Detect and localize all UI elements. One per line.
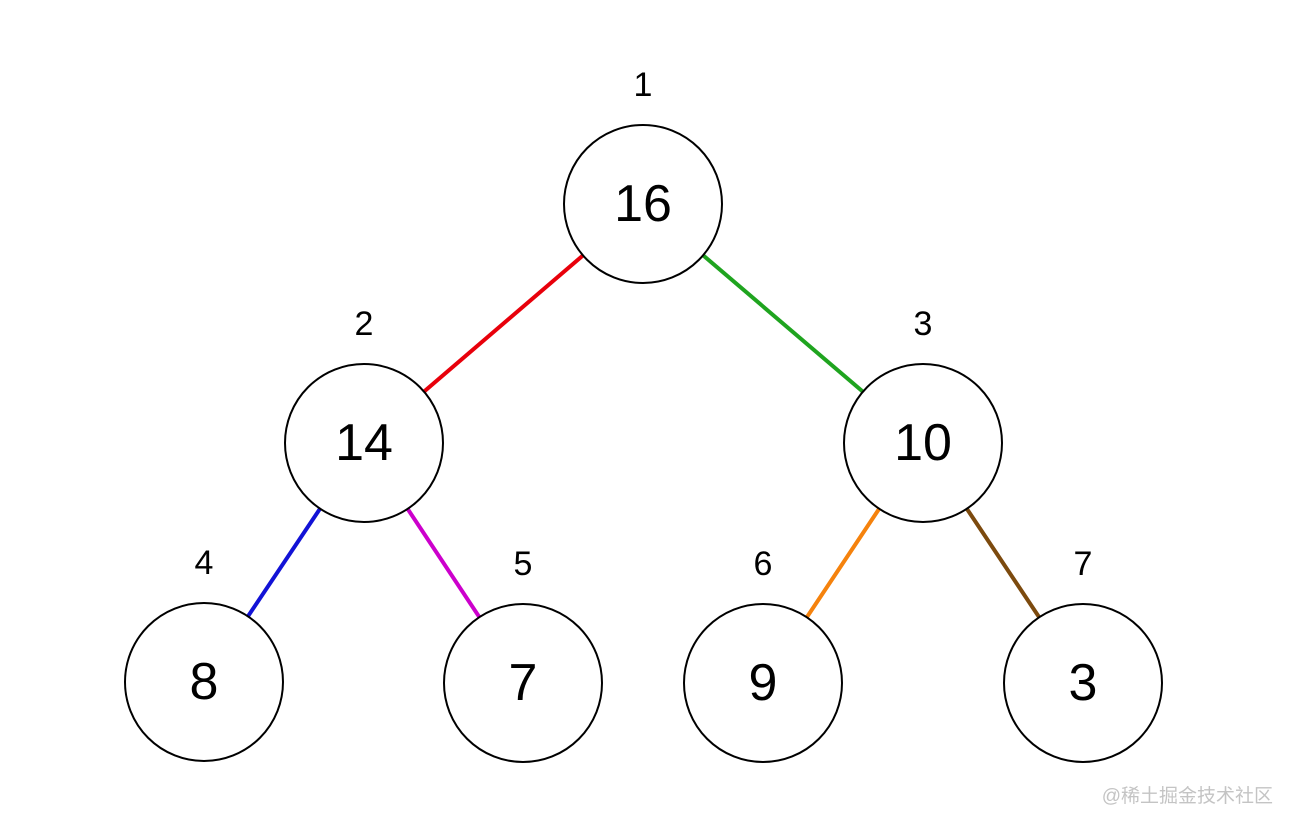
tree-node-10: 10 xyxy=(843,363,1003,523)
node-index-label-6: 6 xyxy=(753,545,773,583)
node-index-label-3: 3 xyxy=(913,305,933,343)
tree-node-3: 3 xyxy=(1003,603,1163,763)
tree-node-9: 9 xyxy=(683,603,843,763)
node-index-label-2: 2 xyxy=(354,305,374,343)
node-index-label-7: 7 xyxy=(1073,545,1093,583)
tree-node-16: 16 xyxy=(563,124,723,284)
tree-node-7: 7 xyxy=(443,603,603,763)
node-index-label-1: 1 xyxy=(633,66,653,104)
node-index-label-4: 4 xyxy=(194,544,214,582)
tree-node-8: 8 xyxy=(124,602,284,762)
tree-node-14: 14 xyxy=(284,363,444,523)
node-index-label-5: 5 xyxy=(513,545,533,583)
watermark: @稀土掘金技术社区 xyxy=(1101,786,1273,807)
